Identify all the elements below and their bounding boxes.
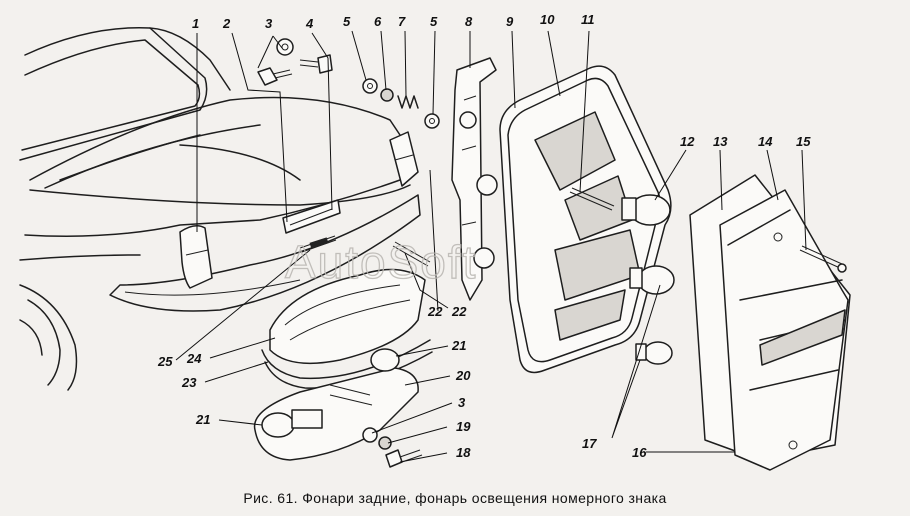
callout-23: 23	[181, 375, 197, 390]
watermark: AutoSoft	[285, 236, 477, 288]
callout-2: 2	[222, 16, 231, 31]
callout-9: 9	[506, 14, 514, 29]
callout-6: 6	[374, 14, 382, 29]
callout-18: 18	[456, 445, 471, 460]
callout-21b: 21	[195, 412, 210, 427]
callout-3: 3	[265, 16, 273, 31]
callout-numbers: 1 2 3 4 5 6 7 5 8 9 10 11 12 13 14 15 16…	[157, 12, 811, 460]
lamp-housing	[499, 65, 675, 374]
car-rear-body	[19, 26, 421, 391]
callout-20: 20	[455, 368, 471, 383]
callout-10: 10	[540, 12, 555, 27]
callout-3b: 3	[458, 395, 466, 410]
callout-4: 4	[305, 16, 314, 31]
callout-21: 21	[451, 338, 466, 353]
callout-22b: 22	[451, 304, 467, 319]
callout-7: 7	[398, 14, 406, 29]
callout-5: 5	[343, 14, 351, 29]
callout-12: 12	[680, 134, 695, 149]
lamp-holder-plate	[451, 57, 498, 301]
lamp-lens	[689, 174, 851, 471]
callout-14: 14	[758, 134, 773, 149]
callout-8: 8	[465, 14, 473, 29]
callout-1: 1	[192, 16, 199, 31]
callout-22: 22	[427, 304, 443, 319]
callout-13: 13	[713, 134, 728, 149]
leader-lines	[175, 30, 807, 463]
callout-17: 17	[582, 436, 597, 451]
callout-24: 24	[186, 351, 202, 366]
callout-5b: 5	[430, 14, 438, 29]
plate-lamp	[253, 241, 433, 468]
fasteners-top	[257, 38, 440, 129]
figure-caption: Рис. 61. Фонари задние, фонарь освещения…	[243, 490, 667, 506]
callout-25: 25	[157, 354, 173, 369]
callout-16: 16	[632, 445, 647, 460]
callout-15: 15	[796, 134, 811, 149]
callout-11: 11	[581, 12, 595, 27]
callout-19: 19	[456, 419, 471, 434]
